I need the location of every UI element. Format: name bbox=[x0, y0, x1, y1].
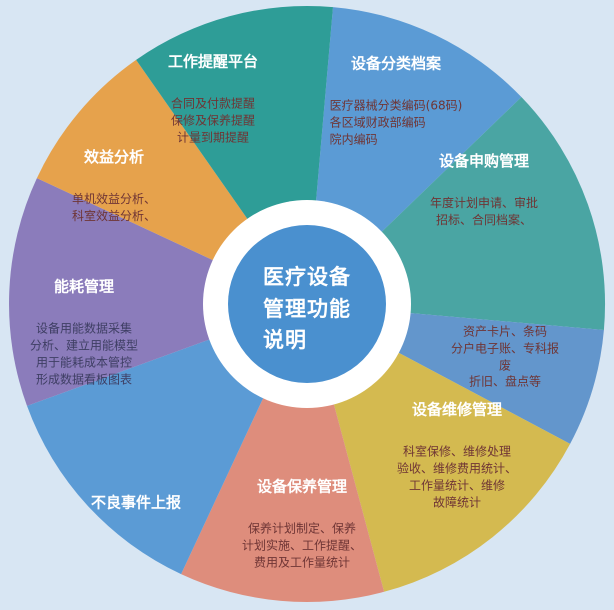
segment-wedge-maintenance-management bbox=[181, 304, 385, 602]
segment-wedge-energy-management bbox=[9, 178, 307, 406]
center-circle bbox=[228, 225, 386, 383]
